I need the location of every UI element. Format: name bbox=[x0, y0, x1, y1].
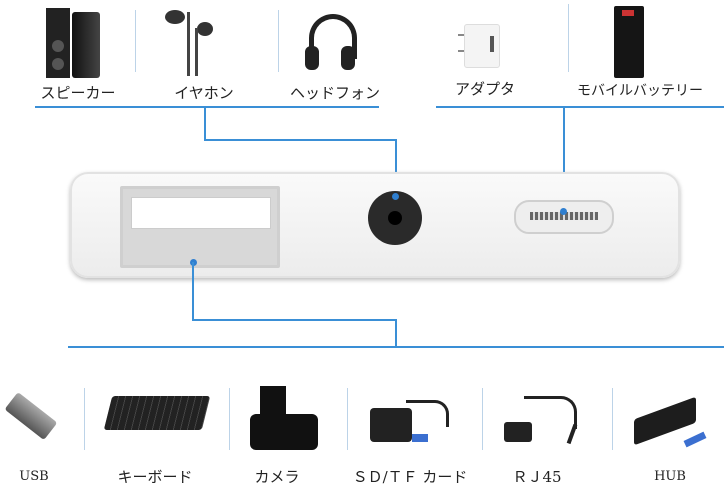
divider bbox=[135, 10, 136, 72]
bottom-label: USB bbox=[19, 469, 49, 484]
usb-drive-icon bbox=[4, 392, 58, 441]
usb-hub-icon bbox=[634, 396, 714, 452]
top-label: イヤホン bbox=[174, 84, 234, 102]
usb-c-marker bbox=[560, 208, 567, 215]
divider bbox=[278, 10, 279, 72]
ethernet-adapter-icon bbox=[500, 396, 580, 450]
connector-line bbox=[395, 319, 397, 348]
divider bbox=[229, 388, 230, 450]
usb-c-port bbox=[514, 200, 614, 234]
connector-line bbox=[192, 262, 194, 321]
divider bbox=[568, 4, 569, 72]
bottom-label: ＳＤ/ＴＦ カード bbox=[352, 468, 468, 486]
camera-icon bbox=[250, 386, 318, 450]
power-bank-icon bbox=[614, 6, 644, 78]
connector-line bbox=[35, 106, 379, 108]
connector-line bbox=[395, 139, 397, 197]
audio-jack-port bbox=[368, 191, 422, 245]
earphones-icon bbox=[165, 8, 215, 78]
divider bbox=[482, 388, 483, 450]
top-label: アダプタ bbox=[454, 80, 516, 98]
bottom-label: HUB bbox=[654, 469, 686, 484]
top-label: モバイルバッテリー bbox=[577, 83, 703, 99]
connector-line bbox=[436, 106, 724, 108]
headphones-icon bbox=[305, 14, 357, 76]
divider bbox=[84, 388, 85, 450]
speaker-icon bbox=[46, 8, 102, 78]
usb-a-port bbox=[120, 186, 280, 268]
keyboard-icon bbox=[103, 396, 211, 430]
divider bbox=[612, 388, 613, 450]
connector-line bbox=[204, 139, 397, 141]
bottom-label: ＲＪ45 bbox=[512, 468, 562, 486]
bottom-label: カメラ bbox=[254, 468, 300, 486]
bottom-label: キーボード bbox=[117, 468, 193, 486]
connector-line bbox=[192, 319, 397, 321]
card-reader-icon bbox=[370, 400, 460, 450]
adapter-icon bbox=[452, 22, 500, 68]
connector-line bbox=[68, 346, 724, 348]
connector-line bbox=[204, 106, 206, 141]
top-label: スピーカー bbox=[40, 84, 116, 102]
divider bbox=[347, 388, 348, 450]
top-label: ヘッドフォン bbox=[289, 84, 381, 102]
connector-line bbox=[563, 106, 565, 212]
jack-marker bbox=[392, 193, 399, 200]
